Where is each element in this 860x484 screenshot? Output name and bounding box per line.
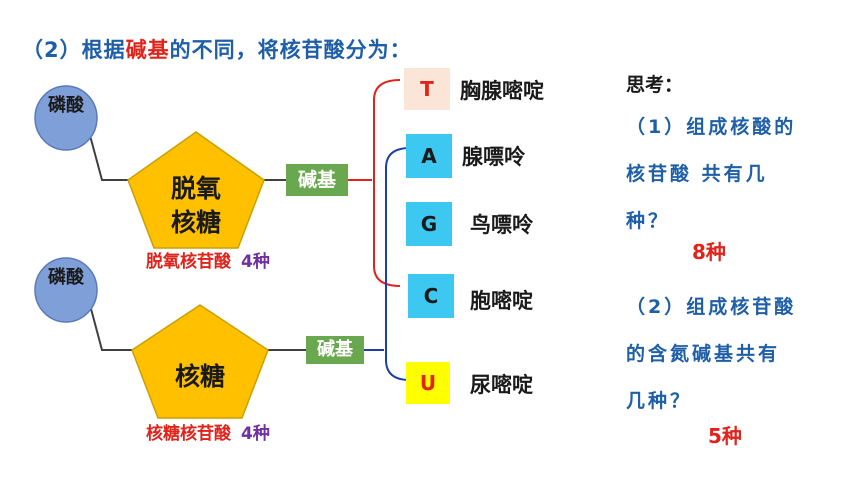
think-heading: 思考：	[626, 74, 684, 96]
ribose-label: 核糖	[174, 362, 225, 391]
deoxynucleotide-count: 4种	[241, 252, 270, 272]
connector-phosphate-deoxyribose	[87, 127, 132, 181]
slide-title: （2）根据碱基的不同，将核苷酸分为：	[22, 34, 412, 64]
title-highlight: 碱基	[125, 38, 170, 62]
base-box-ribo: 碱基	[306, 336, 364, 364]
title-prefix: （2）根据	[22, 38, 126, 62]
base-t-name: 胸腺嘧啶	[460, 79, 544, 103]
title-suffix: 的不同，将核苷酸分为：	[169, 38, 412, 62]
answer-2: 5种	[708, 424, 742, 448]
deoxyribose-pentagon	[127, 131, 265, 249]
base-c-name: 胞嘧啶	[470, 289, 533, 313]
ribonucleotide-label: 核糖核苷酸 4种	[146, 419, 270, 444]
base-g-name: 鸟嘌呤	[470, 213, 533, 237]
base-u-name: 尿嘧啶	[470, 373, 533, 397]
deoxynucleotide-label: 脱氧核苷酸 4种	[146, 247, 270, 272]
base-c-box: C	[408, 274, 454, 318]
base-a-box: A	[406, 134, 452, 178]
base-box-deoxy: 碱基	[286, 164, 348, 196]
phosphate-label-bottom: 磷酸	[48, 267, 84, 288]
deoxyribose-line1: 脱氧	[170, 174, 221, 203]
deoxyribose-line2: 核糖	[170, 208, 221, 237]
ribonucleotide-name: 核糖核苷酸	[146, 424, 231, 444]
deoxyribose-label: 脱氧 核糖	[146, 172, 246, 240]
blue-bracket	[385, 147, 411, 381]
phosphate-label-top: 磷酸	[48, 95, 84, 116]
phosphate-circle-bottom	[34, 257, 98, 323]
base-g-box: G	[406, 202, 452, 246]
deoxynucleotide-name: 脱氧核苷酸	[146, 252, 231, 272]
phosphate-circle-top	[34, 85, 98, 151]
base-a-name: 腺嘌呤	[462, 145, 525, 169]
connector-phosphate-ribose	[89, 304, 132, 351]
ribonucleotide-count: 4种	[241, 424, 270, 444]
base-u-box: U	[406, 362, 450, 404]
ribose-pentagon	[131, 304, 269, 419]
question-2: （2）组成核苷酸的含氮碱基共有几种？	[626, 296, 797, 412]
question-1: （1）组成核酸的核苷酸 共有几种？	[626, 116, 797, 232]
base-t-box: T	[404, 68, 450, 110]
answer-1: 8种	[692, 240, 726, 264]
